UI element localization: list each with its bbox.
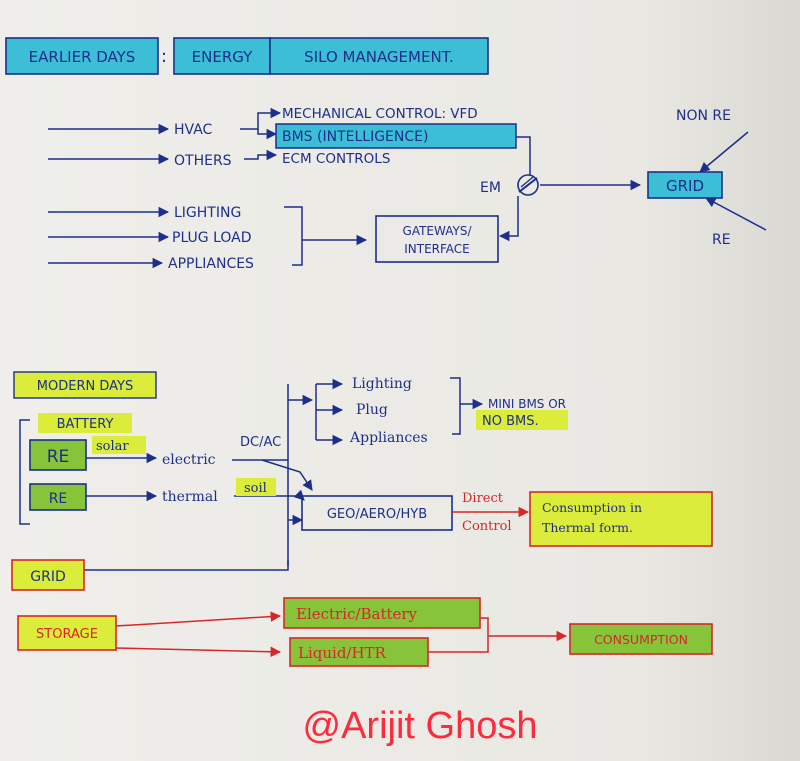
hvac-label: HVAC [174,122,213,138]
electric-battery-box [283,597,481,629]
storage-merge [428,617,489,653]
nonre-label: NON RE [676,108,731,124]
silo-box [269,37,489,75]
author-watermark: @Arijit Ghosh [303,705,538,747]
no-bms-highlight [476,410,568,430]
re-label-earlier: RE [712,232,731,248]
re-arrow [705,197,767,231]
gateway-to-em [498,196,519,242]
earlier-days-label: EARLIER DAYS [29,48,136,66]
energy-label: ENERGY [192,48,253,66]
ecm-label: ECM CONTROLS [282,151,390,167]
modern-days-label: MODERN DAYS [37,379,133,394]
silo-label: SILO MANAGEMENT. [304,48,454,66]
liquid-htr-box [289,637,429,667]
soil-label: soil [244,481,267,496]
appliances-label-modern: Appliances [349,430,428,446]
storage-to-electric [115,611,282,627]
em-label: EM [480,180,501,196]
header-colon: : [161,46,167,67]
consumption-box [569,623,713,655]
plug-label-modern: Plug [356,402,388,418]
grid-box-modern [11,559,85,591]
bms-box [275,123,517,149]
mini-bms-label: MINI BMS OR [488,397,566,411]
storage-label: STORAGE [36,627,98,642]
modern-arrows [84,377,484,571]
mech-control-label: MECHANICAL CONTROL: VFD [282,106,478,122]
bms-to-em [514,136,531,176]
grid-label-modern: GRID [30,569,66,585]
storage-to-liquid [115,646,282,658]
gateway-line1: GATEWAYS/ [403,224,473,238]
earlier-days-box [5,37,159,75]
direct-label: Direct [462,491,504,506]
energy-meter-icon [517,174,539,196]
plugload-label: PLUG LOAD [172,230,252,246]
gateway-box [375,215,499,263]
earlier-arrows [48,107,767,269]
re2-label: RE [49,491,68,507]
no-bms-label: NO BMS. [482,414,539,429]
others-to-ecm [244,149,278,161]
appliances-label: APPLIANCES [168,256,254,272]
consumption-thermal-line1: Consumption in [542,500,642,515]
battery-box [38,413,132,433]
re2-box [29,483,87,511]
nonre-arrow [699,131,749,173]
others-label: OTHERS [174,153,232,169]
electric-battery-label: Electric/Battery [296,605,418,623]
bms-label: BMS (INTELLIGENCE) [282,129,428,145]
lighting-label: LIGHTING [174,205,241,221]
dcac-label: DC/AC [240,435,281,450]
modern-days-box [13,371,157,399]
gateway-line2: INTERFACE [404,242,470,256]
thermal-label: thermal [162,489,218,505]
grid-to-bus [84,560,289,571]
re1-label: RE [47,447,70,467]
hvac-bracket [240,107,282,130]
grid-label-earlier: GRID [666,177,704,195]
header [5,37,489,75]
solar-label: solar [96,439,129,454]
loads-bracket-modern [450,377,461,435]
solar-highlight [92,436,146,454]
geo-box [301,495,453,531]
consumption-label: CONSUMPTION [594,632,688,647]
loads-bracket [284,206,303,266]
control-label: Control [462,519,512,534]
hvac-to-bms [257,128,278,140]
grid-box-earlier [647,171,723,199]
lighting-label-modern: Lighting [352,376,412,392]
storage-box [17,615,117,651]
re1-box [29,439,87,471]
energy-box [173,37,271,75]
electric-to-geo [261,459,313,491]
consumption-thermal-line2: Thermal form. [542,520,633,535]
electric-label: electric [162,452,216,468]
consumption-thermal-box [529,491,713,547]
geo-label: GEO/AERO/HYB [327,507,427,522]
battery-label: BATTERY [57,417,114,432]
soil-highlight [236,478,276,496]
storage-arrows [115,611,568,658]
battery-bracket [19,419,30,525]
liquid-htr-label: Liquid/HTR [298,644,387,662]
